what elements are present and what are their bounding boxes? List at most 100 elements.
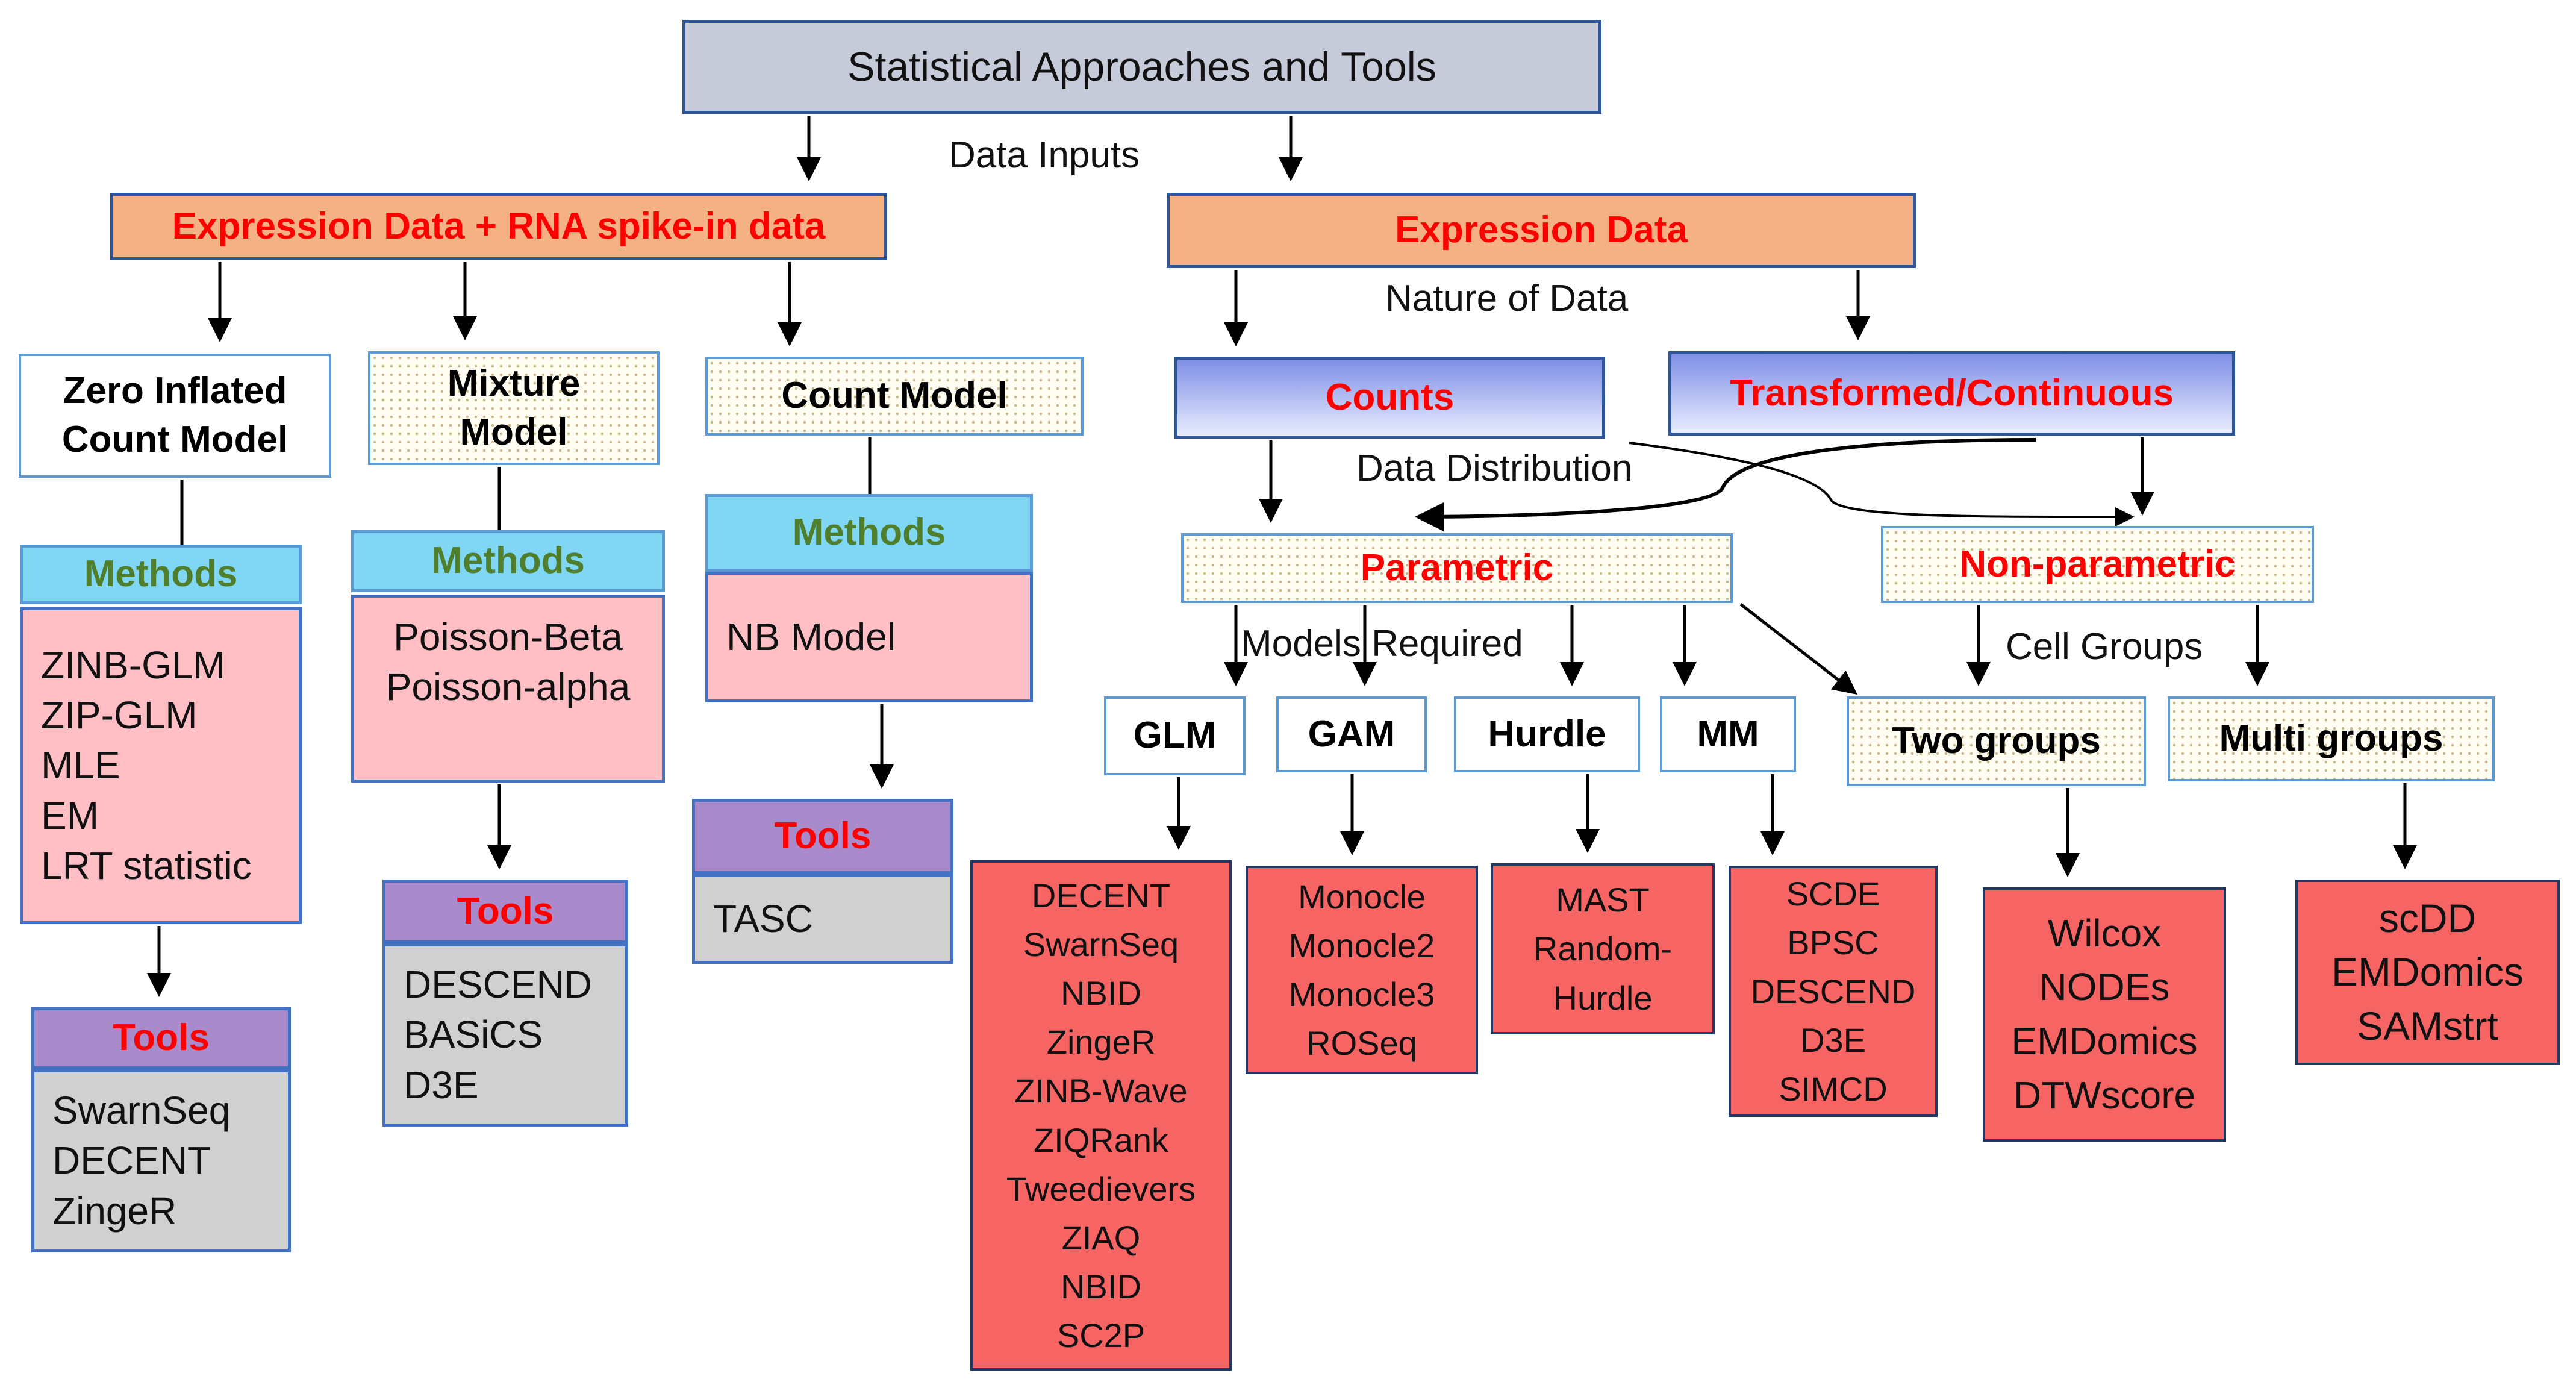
hurdle-tool-1: MAST: [1556, 881, 1650, 919]
mm-box: MM: [1660, 696, 1796, 772]
zero-inflated-line-2: Count Model: [61, 419, 288, 460]
counts-label: Counts: [1325, 376, 1455, 418]
zero-inflated-methods-header: Methods: [20, 545, 302, 604]
mixture-tool-2: BASiCS: [404, 1013, 543, 1057]
connector-22: [1739, 603, 1857, 695]
label-data-inputs: Data Inputs: [949, 134, 1140, 176]
nonparametric-label: Non-parametric: [1959, 543, 2236, 585]
mixture-tool-1: DESCEND: [404, 963, 592, 1007]
label-data-distribution: Data Distribution: [1356, 448, 1633, 489]
hurdle-tool-2: Random-: [1533, 930, 1673, 968]
multi-groups-label: Multi groups: [2219, 717, 2443, 760]
mm-tool-2: BPSC: [1787, 923, 1879, 961]
parametric-label: Parametric: [1360, 546, 1554, 589]
glm-tool-1: DECENT: [1031, 876, 1171, 914]
nonparametric-box: Non-parametric: [1881, 526, 2314, 603]
mm-tools-list: SCDE BPSC DESCEND D3E SIMCD: [1729, 866, 1938, 1117]
two-groups-label: Two groups: [1892, 720, 2101, 762]
count-model-box: Count Model: [705, 357, 1084, 436]
gam-box: GAM: [1276, 696, 1427, 772]
gam-tool-1: Monocle: [1298, 877, 1426, 916]
glm-box: GLM: [1104, 696, 1246, 775]
zero-inflated-line-1: Zero Inflated: [63, 370, 287, 412]
label-models-required: Models Required: [1241, 623, 1523, 664]
glm-tool-4: ZingeR: [1046, 1023, 1156, 1061]
zi-method-5: LRT statistic: [41, 843, 252, 887]
hurdle-label: Hurdle: [1488, 713, 1606, 755]
count-methods-label: Methods: [792, 511, 946, 554]
count-tool-1: TASC: [713, 896, 813, 940]
hurdle-tools-list: MAST Random- Hurdle: [1491, 863, 1715, 1034]
glm-tool-10: SC2P: [1056, 1316, 1146, 1355]
hurdle-tool-3: Hurdle: [1553, 978, 1653, 1017]
count-tools-label: Tools: [774, 815, 872, 857]
two-groups-tools-list: Wilcox NODEs EMDomics DTWscore: [1983, 887, 2226, 1142]
zi-method-1: ZINB-GLM: [41, 643, 225, 687]
transformed-box: Transformed/Continuous: [1668, 351, 2235, 436]
gam-tool-4: ROSeq: [1306, 1024, 1417, 1063]
mm-tool-4: D3E: [1800, 1021, 1866, 1060]
mixture-tools-header: Tools: [382, 880, 628, 943]
counts-box: Counts: [1174, 357, 1605, 439]
transformed-label: Transformed/Continuous: [1729, 372, 2174, 414]
input-expression-box: Expression Data: [1167, 193, 1916, 268]
count-tools-header: Tools: [692, 799, 953, 874]
glm-tool-7: Tweedievers: [1006, 1169, 1196, 1208]
parametric-box: Parametric: [1181, 533, 1733, 603]
connector-17: [1629, 442, 2135, 527]
glm-tool-3: NBID: [1061, 974, 1141, 1012]
zero-inflated-methods-label: Methods: [84, 553, 238, 595]
mixture-tool-3: D3E: [404, 1063, 479, 1107]
multi-tool-3: SAMstrt: [2357, 1003, 2498, 1048]
two-tool-4: DTWscore: [2013, 1073, 2196, 1117]
mixture-tools-list: DESCEND BASiCS D3E: [382, 943, 628, 1127]
count-model-line-1: Count Model: [781, 375, 1008, 417]
glm-tool-8: ZIAQ: [1061, 1218, 1141, 1257]
glm-tool-2: SwarnSeq: [1023, 925, 1179, 963]
multi-groups-box: Multi groups: [2168, 696, 2495, 781]
hurdle-box: Hurdle: [1454, 696, 1640, 772]
connector-16: [1415, 438, 2036, 531]
mixture-method-2: Poisson-alpha: [385, 665, 631, 709]
multi-tool-1: scDD: [2378, 896, 2477, 941]
mixture-line-2: Model: [460, 411, 568, 453]
input-spike-label: Expression Data + RNA spike-in data: [172, 205, 826, 247]
count-tools-list: TASC: [692, 874, 953, 964]
mixture-model-box: Mixture Model: [368, 351, 660, 465]
zero-inflated-model-box: Zero Inflated Count Model: [19, 354, 331, 478]
two-tool-2: NODEs: [2039, 965, 2170, 1009]
mixture-methods-list: Poisson-Beta Poisson-alpha: [351, 595, 665, 783]
mixture-tools-label: Tools: [457, 890, 554, 932]
mixture-methods-label: Methods: [431, 540, 585, 582]
mm-tool-1: SCDE: [1786, 874, 1880, 913]
zero-inflated-methods-list: ZINB-GLM ZIP-GLM MLE EM LRT statistic: [20, 607, 302, 924]
label-nature-of-data: Nature of Data: [1385, 278, 1629, 319]
mixture-line-1: Mixture: [447, 362, 581, 404]
glm-tool-9: NBID: [1061, 1268, 1141, 1306]
mm-tool-3: DESCEND: [1750, 972, 1916, 1010]
multi-tool-2: EMDomics: [2331, 949, 2524, 995]
label-cell-groups: Cell Groups: [2006, 626, 2203, 667]
zi-method-3: MLE: [41, 743, 120, 787]
gam-tool-2: Monocle2: [1288, 926, 1435, 964]
mixture-method-1: Poisson-Beta: [393, 615, 623, 658]
count-methods-header: Methods: [705, 494, 1033, 572]
gam-label: GAM: [1308, 713, 1396, 755]
zi-method-4: EM: [41, 793, 99, 837]
zi-tool-3: ZingeR: [52, 1189, 177, 1233]
count-methods-list: NB Model: [705, 572, 1033, 702]
gam-tool-3: Monocle3: [1288, 975, 1435, 1013]
two-tool-3: EMDomics: [2011, 1019, 2198, 1063]
zero-inflated-tools-list: SwarnSeq DECENT ZingeR: [31, 1069, 291, 1252]
zi-tools-label: Tools: [113, 1017, 210, 1059]
zi-tool-2: DECENT: [52, 1139, 211, 1183]
glm-tool-5: ZINB-Wave: [1014, 1072, 1188, 1110]
root-title-box: Statistical Approaches and Tools: [682, 20, 1601, 114]
zi-method-2: ZIP-GLM: [41, 693, 198, 737]
zi-tool-1: SwarnSeq: [52, 1089, 231, 1133]
mm-label: MM: [1697, 713, 1759, 755]
two-tool-1: Wilcox: [2047, 911, 2162, 955]
input-spike-box: Expression Data + RNA spike-in data: [110, 193, 887, 260]
